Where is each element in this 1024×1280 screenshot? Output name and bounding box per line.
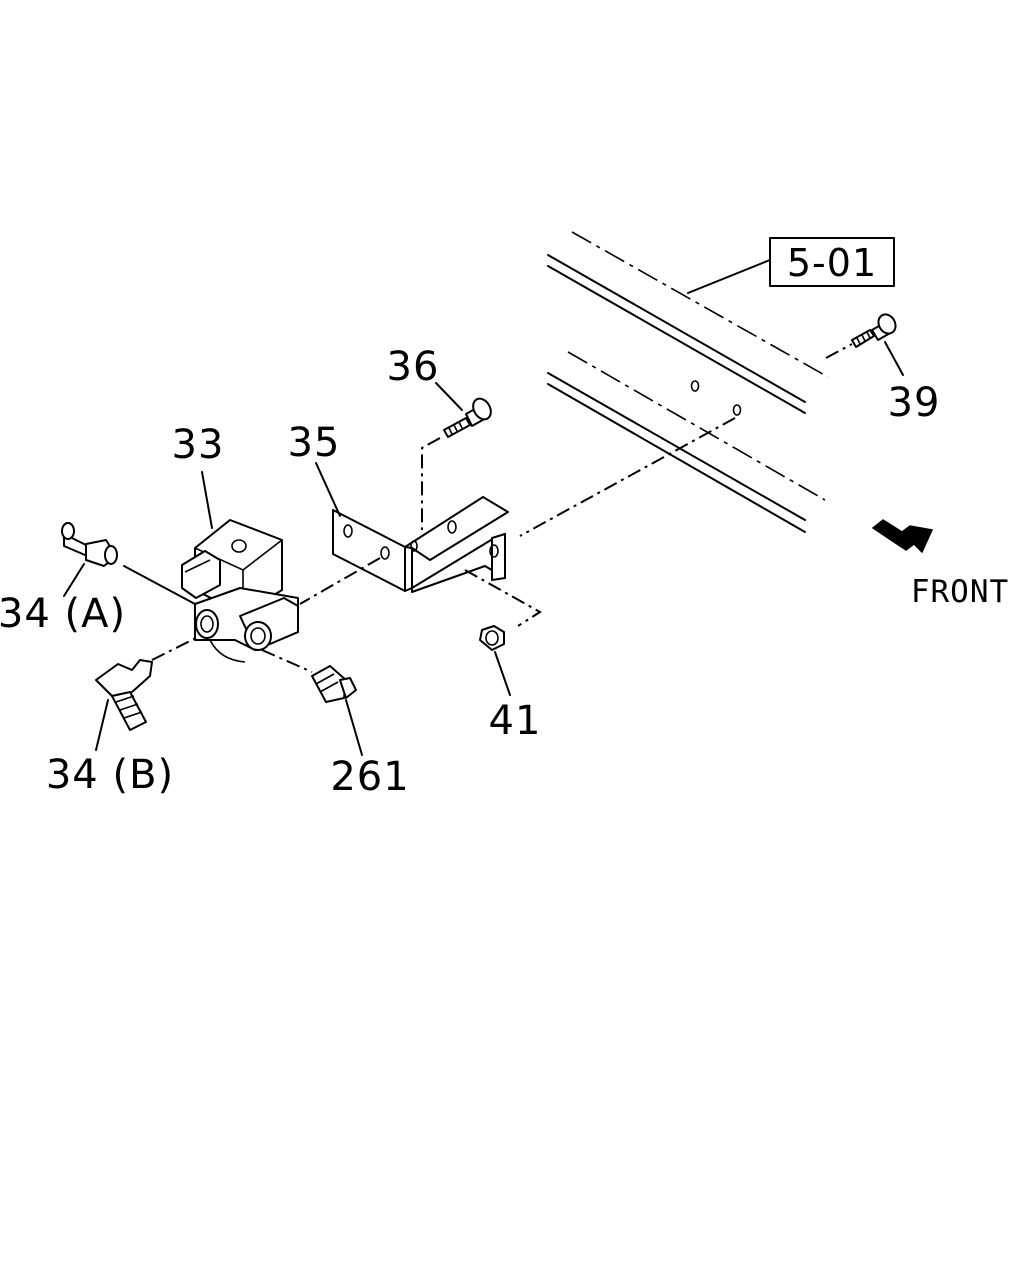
fitting-34a[interactable]: [61, 522, 196, 605]
reference-box-label: 5-01: [787, 241, 877, 285]
bracket-35[interactable]: [315, 462, 509, 593]
callout-33: 33: [172, 422, 225, 468]
alignment-line-frame: [519, 417, 736, 537]
nut-41[interactable]: [464, 569, 542, 696]
callout-35: 35: [288, 420, 341, 466]
callout-34a: 34 (A): [0, 591, 126, 637]
callout-261: 261: [330, 754, 409, 800]
bolt-39[interactable]: [825, 311, 904, 376]
frame-rail: [547, 231, 829, 533]
alignment-line-valve: [299, 557, 381, 605]
plug-261[interactable]: [261, 649, 363, 756]
reference-box[interactable]: 5-01: [769, 237, 895, 287]
callout-41: 41: [489, 698, 542, 744]
bolt-36[interactable]: [421, 382, 494, 530]
solenoid-valve-33[interactable]: [181, 471, 299, 663]
callout-34b: 34 (B): [46, 752, 174, 798]
fitting-34b[interactable]: [95, 637, 197, 751]
reference-leader: [687, 259, 771, 294]
front-direction-arrow-icon: [871, 519, 934, 554]
callout-39: 39: [888, 380, 941, 426]
callout-36: 36: [387, 344, 440, 390]
front-label: FRONT: [911, 574, 1009, 610]
